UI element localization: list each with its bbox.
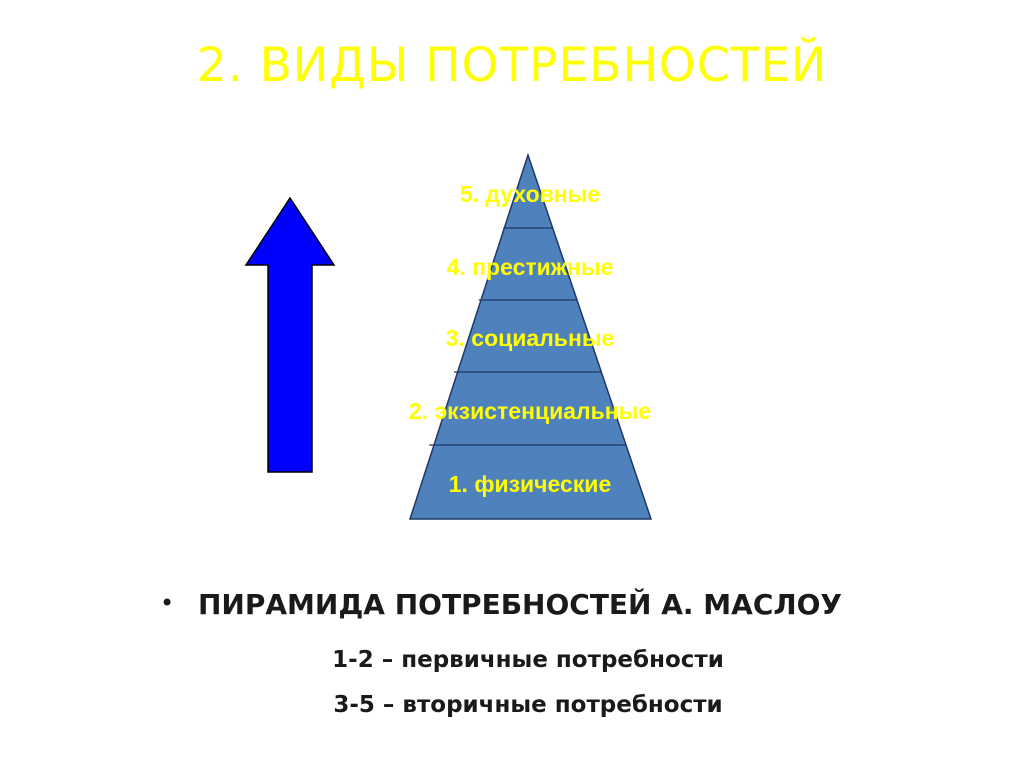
primary-needs-note: 1-2 – первичные потребности <box>332 647 724 673</box>
pyramid-level-2: 2. экзистенциальные <box>408 398 652 424</box>
pyramid-level-5: 5. духовные <box>459 181 601 207</box>
caption-heading-row: • ПИРАМИДА ПОТРЕБНОСТЕЙ А. МАСЛОУ <box>160 588 920 621</box>
slide-title: 2. ВИДЫ ПОТРЕБНОСТЕЙ <box>196 38 828 93</box>
bullet-icon: • <box>160 589 175 617</box>
pyramid-level-1: 1. физические <box>448 471 612 497</box>
caption-heading: ПИРАМИДА ПОТРЕБНОСТЕЙ А. МАСЛОУ <box>198 588 843 621</box>
pyramid-level-4: 4. престижные <box>446 254 614 280</box>
pyramid-shape <box>408 152 653 520</box>
up-arrow-icon <box>244 196 336 473</box>
secondary-needs-note: 3-5 – вторичные потребности <box>333 692 723 718</box>
pyramid-level-3: 3. социальные <box>445 325 615 351</box>
